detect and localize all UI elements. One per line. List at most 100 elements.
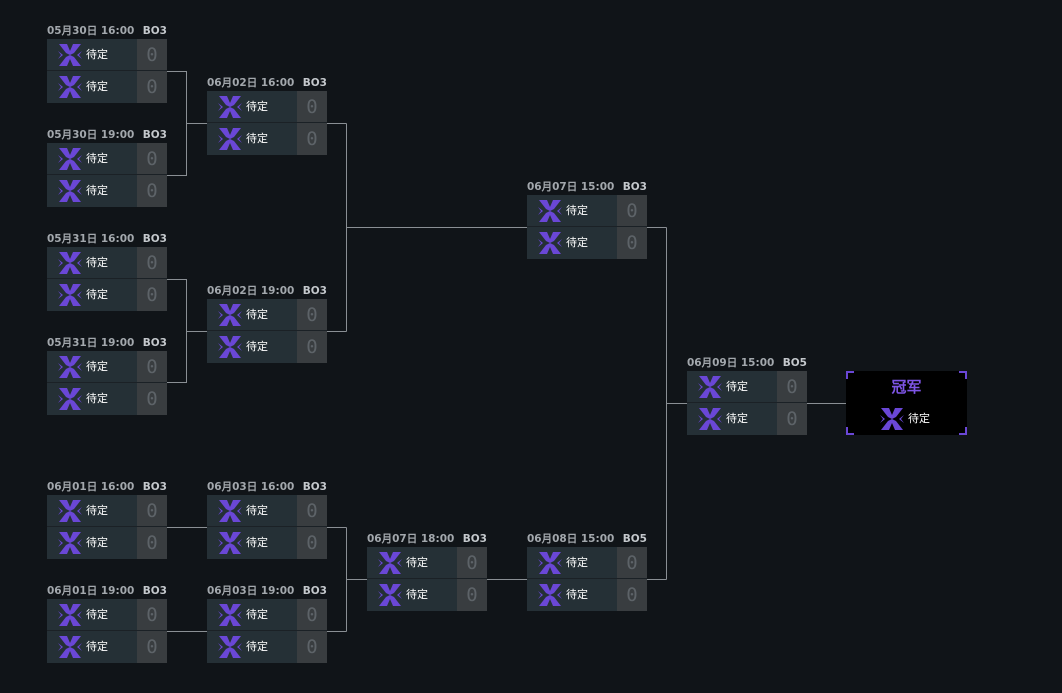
team-row[interactable]: 待定 0 [207,599,327,631]
match-format: BO3 [142,337,167,349]
team-score: 0 [137,495,167,527]
row-divider [207,630,327,631]
team-cell: 待定 [207,495,297,527]
team-name: 待定 [86,392,108,405]
team-score: 0 [297,599,327,631]
team-logo-icon [58,76,82,98]
team-cell: 待定 [47,527,137,559]
row-divider [207,330,327,331]
match-time: 05月31日 16:00 [47,233,135,245]
team-logo-icon [58,284,82,306]
team-cell: 待定 [367,547,457,579]
team-name: 待定 [246,340,268,353]
team-name: 待定 [86,256,108,269]
row-divider [207,526,327,527]
team-logo-icon [218,500,242,522]
team-logo-icon [58,636,82,658]
team-name: 待定 [86,152,108,165]
team-score: 0 [137,39,167,71]
team-score: 0 [617,227,647,259]
team-logo-icon [58,44,82,66]
team-cell: 待定 [207,331,297,363]
team-cell: 待定 [527,579,617,611]
team-row[interactable]: 待定 0 [47,527,167,559]
match-time: 06月02日 16:00 [207,77,295,89]
match-time: 06月08日 15:00 [527,533,615,545]
team-row[interactable]: 待定 0 [47,383,167,415]
team-score: 0 [297,123,327,155]
team-logo-icon [698,408,722,430]
team-logo-icon [218,304,242,326]
team-cell: 待定 [207,527,297,559]
row-divider [687,402,807,403]
row-divider [527,226,647,227]
team-logo-icon [218,532,242,554]
team-logo-icon [58,252,82,274]
team-cell: 待定 [207,299,297,331]
match-time: 05月30日 16:00 [47,25,135,37]
team-score: 0 [297,299,327,331]
match-format: BO3 [622,181,647,193]
team-cell: 待定 [207,91,297,123]
team-score: 0 [297,631,327,663]
team-score: 0 [617,579,647,611]
match-time: 06月09日 15:00 [687,357,775,369]
champion-corner-top-left [846,371,854,379]
team-score: 0 [137,383,167,415]
team-name: 待定 [566,556,588,569]
team-cell: 待定 [207,631,297,663]
row-divider [47,526,167,527]
team-cell: 待定 [527,227,617,259]
team-cell: 待定 [527,195,617,227]
team-name: 待定 [86,184,108,197]
team-name: 待定 [566,204,588,217]
match-time: 06月01日 19:00 [47,585,135,597]
team-logo-icon [58,604,82,626]
champion-corner-bottom-left [846,427,854,435]
team-name: 待定 [246,100,268,113]
match-time: 06月02日 19:00 [207,285,295,297]
team-logo-icon [58,356,82,378]
match-format: BO3 [142,25,167,37]
team-name: 待定 [86,536,108,549]
team-cell: 待定 [47,631,137,663]
team-score: 0 [137,527,167,559]
row-divider [47,174,167,175]
row-divider [47,70,167,71]
team-name: 待定 [246,608,268,621]
team-name: 待定 [86,608,108,621]
team-logo-icon [58,180,82,202]
champion-corner-top-right [959,371,967,379]
